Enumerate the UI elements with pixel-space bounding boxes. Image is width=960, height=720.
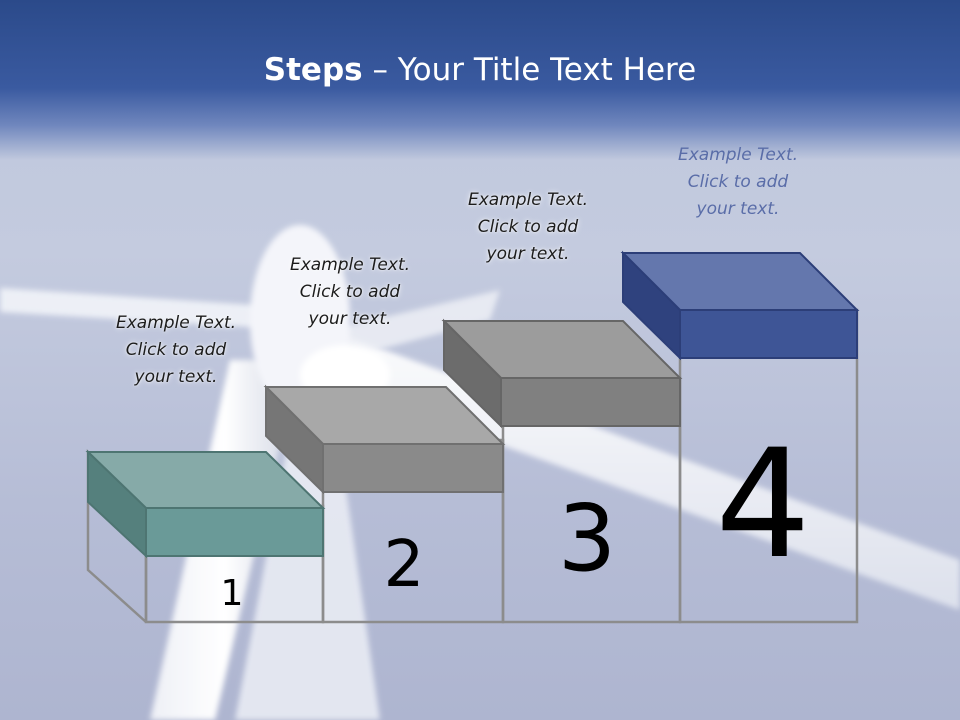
step-2-caption-line-1: Example Text.	[289, 255, 411, 275]
step-4-block[interactable]	[620, 250, 860, 361]
slide-title[interactable]: Steps – Your Title Text Here	[0, 52, 960, 88]
title-bold: Steps	[263, 52, 363, 88]
step-3-number: 3	[558, 485, 617, 592]
title-band	[0, 0, 960, 160]
step-2-block[interactable]	[263, 384, 506, 495]
step-4-caption-line-2: Click to add	[687, 172, 789, 192]
step-4-caption[interactable]: Example Text. Click to add your text.	[628, 142, 848, 223]
step-1-caption-line-2: Click to add	[125, 340, 227, 360]
step-3-caption-line-2: Click to add	[477, 217, 579, 237]
step-4-caption-line-3: your text.	[696, 199, 780, 219]
step-1-block[interactable]	[85, 449, 326, 559]
step-4-number: 4	[715, 418, 810, 592]
step-1-caption-line-1: Example Text.	[115, 313, 237, 333]
step-1-caption-line-3: your text.	[134, 367, 218, 387]
step-2-caption[interactable]: Example Text. Click to add your text.	[240, 252, 460, 333]
step-2-caption-line-2: Click to add	[299, 282, 401, 302]
step-3-block[interactable]	[441, 318, 683, 429]
step-2-caption-line-3: your text.	[308, 309, 392, 329]
title-rest: – Your Title Text Here	[362, 52, 697, 88]
step-4-caption-line-1: Example Text.	[677, 145, 799, 165]
step-3-caption-line-1: Example Text.	[467, 190, 589, 210]
step-1-caption[interactable]: Example Text. Click to add your text.	[66, 310, 286, 391]
step-1-number: 1	[221, 573, 244, 614]
step-3-caption-line-3: your text.	[486, 244, 570, 264]
step-2-number: 2	[384, 528, 425, 602]
step-3-caption[interactable]: Example Text. Click to add your text.	[418, 187, 638, 268]
